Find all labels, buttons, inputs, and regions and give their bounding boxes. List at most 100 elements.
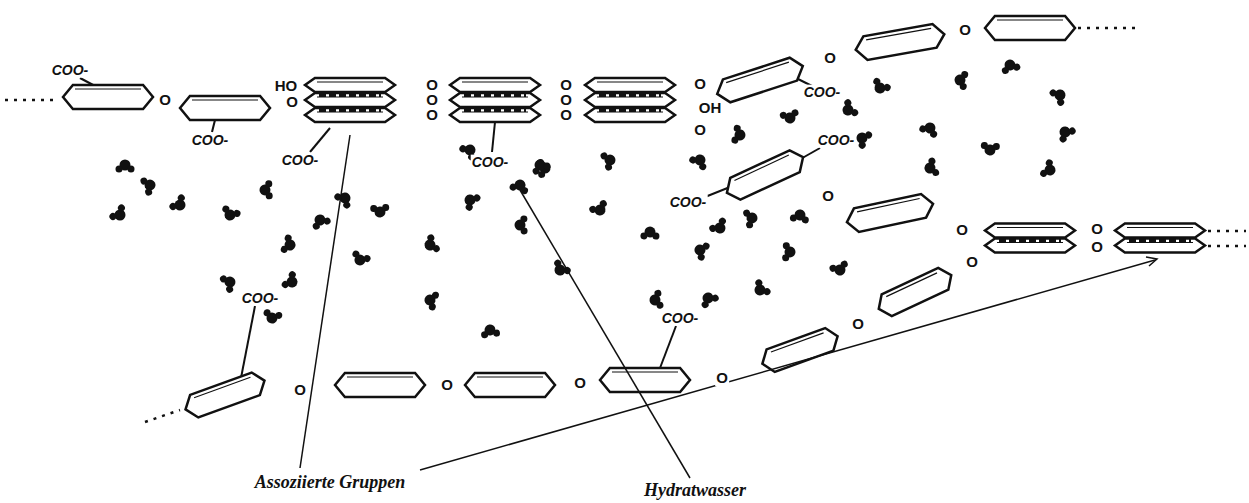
caption-label: Assoziierte Gruppen xyxy=(254,473,407,492)
water-molecule xyxy=(219,205,241,224)
association-band xyxy=(599,108,661,112)
water-molecule xyxy=(262,309,283,326)
water-molecule xyxy=(789,208,810,224)
water-molecule xyxy=(549,258,572,280)
oxygen-bridge: O xyxy=(693,122,707,138)
group-formula: COO- xyxy=(241,291,280,306)
oxygen-bridge: O xyxy=(425,77,439,93)
sugar-ring xyxy=(758,325,841,375)
oxygen-bridge: OH xyxy=(698,100,723,116)
oxygen-bridge: O xyxy=(693,76,707,92)
oxygen-bridge: O xyxy=(823,50,837,66)
oxygen-bridge: O xyxy=(965,254,979,270)
group-formula: COO- xyxy=(817,133,856,148)
water-molecule xyxy=(648,289,664,310)
bond-stem xyxy=(310,128,330,152)
water-molecule xyxy=(280,234,298,256)
caption-label: Hydratwasser xyxy=(643,481,747,500)
sugar-ring xyxy=(600,368,690,392)
sugar-ring xyxy=(874,264,957,320)
water-molecule xyxy=(697,288,720,309)
chain-continuation xyxy=(1208,245,1246,248)
water-molecule xyxy=(742,207,759,229)
chain-continuation xyxy=(145,410,180,422)
water-molecule xyxy=(691,239,711,262)
water-molecule xyxy=(514,215,527,234)
group-formula: COO- xyxy=(51,63,90,78)
bond-stem xyxy=(240,306,255,383)
oxygen-bridge: O xyxy=(958,22,972,38)
water-molecule xyxy=(980,142,1000,157)
oxygen-bridge: O xyxy=(425,92,439,108)
oxygen-bridge: O xyxy=(158,92,172,108)
oxygen-bridge: O xyxy=(1090,221,1104,237)
oxygen-bridge: O xyxy=(821,188,835,204)
association-band xyxy=(319,108,381,112)
leader-arrowhead xyxy=(1146,257,1157,266)
bond-stem xyxy=(660,326,676,368)
oxygen-bridge: O xyxy=(440,377,454,393)
water-molecule xyxy=(918,119,941,139)
water-molecule xyxy=(869,77,892,98)
water-molecule xyxy=(460,189,482,212)
association-band xyxy=(999,239,1061,243)
water-molecule xyxy=(782,242,796,262)
oxygen-bridge: O xyxy=(293,382,307,398)
association-band xyxy=(464,93,526,97)
water-molecule xyxy=(1048,84,1070,107)
water-molecule xyxy=(588,199,611,220)
sugar-ring xyxy=(305,78,395,122)
sugar-ring xyxy=(854,22,947,61)
oxygen-bridge: O xyxy=(851,316,865,332)
water-molecule xyxy=(708,216,731,238)
oxygen-bridge: O xyxy=(1090,239,1104,255)
water-molecule xyxy=(168,193,191,216)
oxygen-bridge: O xyxy=(559,92,573,108)
sugar-ring xyxy=(844,192,935,234)
water-molecule xyxy=(999,57,1021,75)
sugar-ring xyxy=(713,55,806,106)
water-molecule xyxy=(259,180,273,199)
water-molecule xyxy=(509,177,531,195)
water-molecule xyxy=(779,109,800,126)
sugar-ring xyxy=(450,78,540,122)
oxygen-bridge: O xyxy=(559,107,573,123)
group-formula: COO- xyxy=(471,155,510,170)
water-molecule xyxy=(599,149,618,171)
oxygen-bridge: O xyxy=(285,94,299,110)
water-molecule xyxy=(922,157,940,179)
group-formula: COO- xyxy=(669,195,708,210)
water-molecule xyxy=(731,124,747,145)
water-molecule xyxy=(333,188,356,210)
water-molecule xyxy=(749,278,771,301)
sugar-ring xyxy=(985,16,1075,40)
sugar-ring xyxy=(335,373,425,397)
water-molecule xyxy=(349,249,371,268)
water-molecule xyxy=(108,203,131,226)
water-molecule xyxy=(309,211,332,231)
association-band xyxy=(1129,239,1191,243)
sugar-ring xyxy=(1115,224,1205,253)
water-molecule xyxy=(829,260,851,279)
water-molecule xyxy=(219,271,240,294)
leader-line xyxy=(300,135,350,468)
association-band xyxy=(599,93,661,97)
water-molecule xyxy=(688,150,711,171)
water-molecule xyxy=(852,127,873,150)
water-molecule xyxy=(370,204,390,218)
leader-line xyxy=(520,190,690,478)
chain-continuation xyxy=(1078,27,1135,30)
chain-continuation xyxy=(1208,230,1246,233)
water-molecule xyxy=(838,98,860,121)
group-formula: COO- xyxy=(281,153,320,168)
water-molecule xyxy=(116,160,135,173)
group-formula: COO- xyxy=(661,311,700,326)
oxygen-bridge: HO xyxy=(274,78,299,94)
group-formula: COO- xyxy=(803,85,842,100)
chain-continuation xyxy=(5,99,58,102)
bond-stem xyxy=(212,120,215,132)
leader-line xyxy=(420,260,1155,470)
water-molecule xyxy=(139,174,158,197)
